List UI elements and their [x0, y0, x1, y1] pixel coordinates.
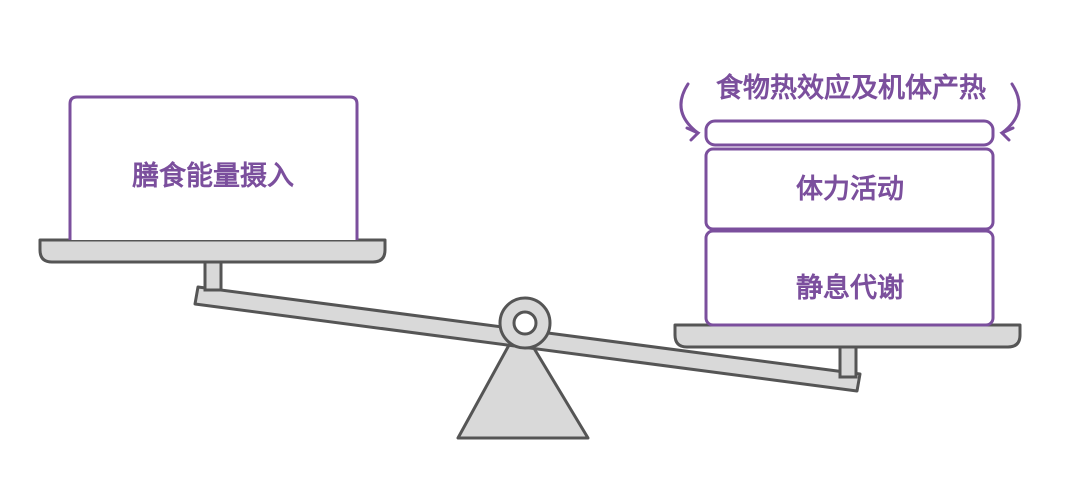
left-curved-arrow-icon	[679, 82, 700, 135]
physical-activity-box: 体力活动	[704, 147, 995, 231]
scale-pivot	[498, 296, 552, 350]
thermic-effect-label: 食物热效应及机体产热	[716, 72, 986, 104]
right-pan-post	[838, 343, 858, 379]
physical-activity-label: 体力活动	[796, 174, 904, 205]
resting-metabolism-label: 静息代谢	[796, 272, 904, 304]
thermic-effect-box	[704, 119, 995, 147]
intake-label: 膳食能量摄入	[132, 160, 294, 192]
left-arrow-head-icon	[685, 126, 701, 142]
intake-box: 膳食能量摄入	[68, 95, 359, 240]
right-scale-pan	[673, 323, 1022, 349]
left-scale-pan	[38, 238, 387, 264]
thermic-effect-arrows	[679, 82, 1021, 142]
resting-metabolism-box: 静息代谢	[704, 229, 995, 327]
scale-fulcrum	[456, 323, 590, 440]
right-curved-arrow-icon	[1000, 82, 1021, 135]
right-arrow-head-icon	[999, 126, 1015, 142]
